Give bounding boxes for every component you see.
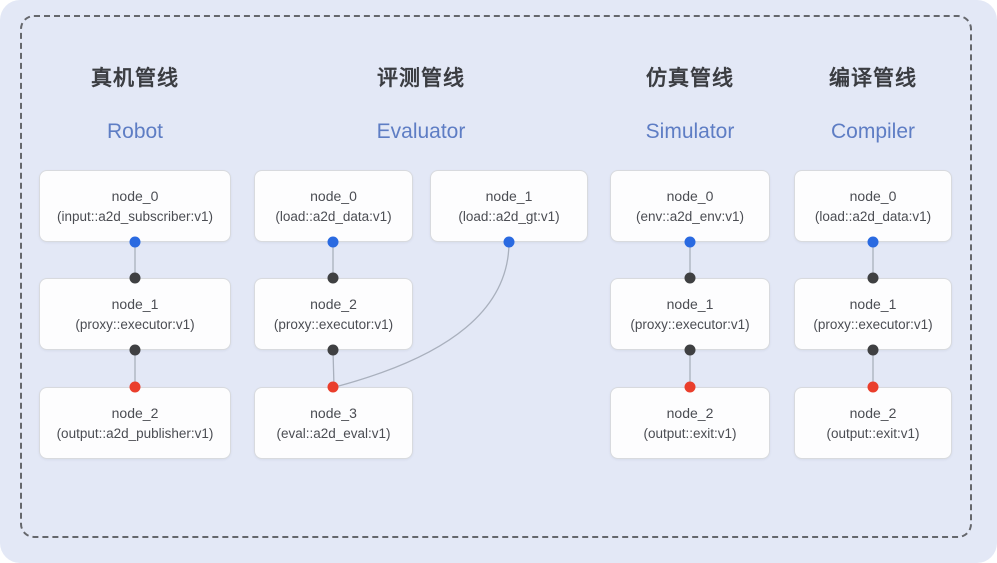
port-dot-dark	[327, 272, 339, 284]
port-dot-blue	[327, 236, 339, 248]
node-sublabel: (proxy::executor:v1)	[813, 317, 933, 332]
port-dot-blue	[129, 236, 141, 248]
port-dot-red	[684, 381, 696, 393]
node-sublabel: (proxy::executor:v1)	[75, 317, 195, 332]
graph-node-evaluator-node_0: node_0(load::a2d_data:v1)	[254, 170, 413, 242]
node-label: node_3	[310, 405, 357, 421]
node-label: node_2	[111, 405, 159, 421]
pipeline-title-en-robot: Robot	[106, 120, 164, 143]
node-label: node_0	[849, 188, 897, 204]
graph-node-simulator-node_0: node_0(env::a2d_env:v1)	[610, 170, 770, 242]
graph-node-simulator-node_1: node_1(proxy::executor:v1)	[610, 278, 770, 350]
port-dot-dark	[684, 344, 696, 356]
graph-node-evaluator-node_1: node_1(load::a2d_gt:v1)	[430, 170, 588, 242]
node-label: node_2	[310, 296, 357, 312]
graph-node-compiler-node_2: node_2(output::exit:v1)	[794, 387, 952, 459]
port-dot-red	[327, 381, 339, 393]
node-label: node_1	[111, 296, 159, 312]
port-dot-dark	[684, 272, 696, 284]
port-dot-dark	[327, 344, 339, 356]
node-sublabel: (output::exit:v1)	[643, 426, 737, 441]
node-sublabel: (proxy::executor:v1)	[273, 317, 394, 332]
graph-node-compiler-node_0: node_0(load::a2d_data:v1)	[794, 170, 952, 242]
port-dot-dark	[129, 272, 141, 284]
pipeline-title-zh-compiler: 编译管线	[829, 67, 917, 90]
port-dot-dark	[867, 344, 879, 356]
graph-node-robot-node_1: node_1(proxy::executor:v1)	[39, 278, 231, 350]
node-label: node_1	[849, 296, 897, 312]
port-dot-blue	[503, 236, 515, 248]
edge-Evaluator.node_2-to-Evaluator.node_3	[332, 349, 335, 388]
node-label: node_0	[111, 188, 159, 204]
node-sublabel: (output::exit:v1)	[826, 426, 920, 441]
graph-node-compiler-node_1: node_1(proxy::executor:v1)	[794, 278, 952, 350]
pipeline-title-zh-evaluator: 评测管线	[377, 67, 465, 90]
pipeline-title-en-simulator: Simulator	[645, 120, 735, 143]
node-sublabel: (output::a2d_publisher:v1)	[56, 426, 214, 441]
port-dot-red	[129, 381, 141, 393]
node-sublabel: (load::a2d_gt:v1)	[458, 209, 560, 224]
pipeline-title-zh-simulator: 仿真管线	[646, 67, 734, 90]
graph-node-robot-node_0: node_0(input::a2d_subscriber:v1)	[39, 170, 231, 242]
pipeline-title-zh-robot: 真机管线	[91, 67, 179, 90]
node-sublabel: (load::a2d_data:v1)	[275, 209, 392, 224]
node-sublabel: (load::a2d_data:v1)	[814, 209, 932, 224]
port-dot-dark	[129, 344, 141, 356]
node-label: node_1	[666, 296, 714, 312]
node-label: node_0	[666, 188, 714, 204]
node-label: node_1	[485, 188, 533, 204]
node-label: node_2	[666, 405, 714, 421]
node-sublabel: (eval::a2d_eval:v1)	[276, 426, 391, 441]
graph-node-simulator-node_2: node_2(output::exit:v1)	[610, 387, 770, 459]
node-sublabel: (proxy::executor:v1)	[630, 317, 750, 332]
pipeline-title-en-evaluator: Evaluator	[376, 120, 466, 143]
node-sublabel: (input::a2d_subscriber:v1)	[56, 209, 214, 224]
graph-node-evaluator-node_2: node_2(proxy::executor:v1)	[254, 278, 413, 350]
edge-Evaluator.node_1-to-Evaluator.node_3	[334, 241, 510, 388]
dashed-border-frame	[20, 15, 972, 538]
pipeline-title-en-compiler: Compiler	[830, 120, 916, 143]
port-dot-blue	[684, 236, 696, 248]
port-dot-blue	[867, 236, 879, 248]
port-dot-red	[867, 381, 879, 393]
node-label: node_2	[849, 405, 897, 421]
node-label: node_0	[310, 188, 357, 204]
graph-node-evaluator-node_3: node_3(eval::a2d_eval:v1)	[254, 387, 413, 459]
graph-node-robot-node_2: node_2(output::a2d_publisher:v1)	[39, 387, 231, 459]
node-sublabel: (env::a2d_env:v1)	[635, 209, 745, 224]
port-dot-dark	[867, 272, 879, 284]
